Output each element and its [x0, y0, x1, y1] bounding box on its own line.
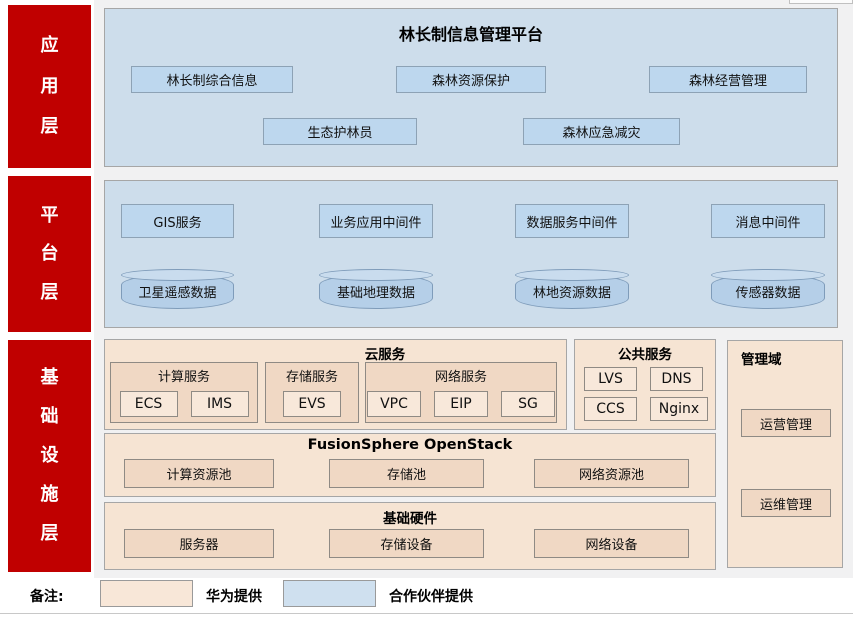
management-domain-box: 管理域 运营管理 运维管理	[727, 340, 843, 568]
cylinder-top	[711, 269, 825, 281]
storage-service-group: 存储服务 EVS	[265, 362, 359, 423]
legend-label: 备注:	[30, 589, 64, 605]
service-item: EVS	[283, 391, 341, 417]
hardware-item: 服务器	[124, 529, 274, 558]
label-char: 应	[40, 35, 59, 57]
legend-huawei-label: 华为提供	[206, 589, 262, 605]
database-cylinder: 卫星遥感数据	[121, 269, 234, 309]
service-item: EIP	[434, 391, 488, 417]
service-item: CCS	[584, 397, 637, 421]
group-title: 计算服务	[157, 370, 210, 385]
service-item: IMS	[190, 391, 249, 417]
service-item: VPC	[367, 391, 421, 417]
cloud-services-box: 云服务 计算服务 ECS IMS 存储服务 EVS 网络服务 VPC EIP S…	[104, 339, 567, 430]
database-label: 基础地理数据	[336, 286, 415, 301]
service-item: ECS	[119, 391, 178, 417]
bottom-divider	[0, 613, 853, 614]
network-service-group: 网络服务 VPC EIP SG	[365, 362, 557, 423]
legend-swatch-huawei	[100, 580, 193, 607]
service-item: Nginx	[650, 397, 708, 421]
hardware-item: 网络设备	[534, 529, 689, 558]
app-module: 森林资源保护	[396, 66, 546, 93]
resource-pool: 存储池	[329, 459, 484, 488]
layer-label-infrastructure: 基 础 设 施 层	[8, 340, 91, 572]
hardware-item: 存储设备	[329, 529, 484, 558]
app-module: 生态护林员	[263, 118, 417, 145]
compute-service-group: 计算服务 ECS IMS	[110, 362, 258, 423]
database-cylinder: 传感器数据	[711, 269, 825, 309]
label-char: 础	[40, 406, 59, 427]
layer-label-platform: 平 台 层	[8, 176, 91, 332]
platform-service: 消息中间件	[711, 204, 825, 238]
database-cylinder: 林地资源数据	[515, 269, 629, 309]
public-services-title: 公共服务	[618, 347, 672, 363]
top-right-partial-box	[789, 0, 853, 4]
legend-swatch-partner	[283, 580, 376, 607]
hardware-title: 基础硬件	[383, 511, 437, 527]
service-item: LVS	[584, 367, 637, 391]
management-domain-title: 管理域	[741, 352, 782, 368]
fusionsphere-title: FusionSphere OpenStack	[307, 437, 513, 453]
resource-pool: 计算资源池	[124, 459, 274, 488]
label-char: 用	[40, 75, 59, 97]
label-char: 施	[40, 484, 59, 505]
database-cylinder: 基础地理数据	[319, 269, 433, 309]
database-label: 传感器数据	[735, 286, 801, 301]
label-char: 平	[40, 204, 59, 226]
app-module: 林长制综合信息	[131, 66, 293, 93]
cylinder-body	[711, 274, 825, 309]
application-layer-box: 林长制信息管理平台 林长制综合信息 森林资源保护 森林经营管理 生态护林员 森林…	[104, 8, 838, 167]
layer-label-application: 应 用 层	[8, 5, 91, 168]
mgmt-item: 运维管理	[741, 489, 831, 517]
platform-service: 数据服务中间件	[515, 204, 629, 238]
label-char: 层	[40, 115, 59, 137]
app-module: 森林经营管理	[649, 66, 807, 93]
resource-pool: 网络资源池	[534, 459, 689, 488]
group-title: 网络服务	[434, 370, 487, 385]
platform-service: GIS服务	[121, 204, 234, 238]
label-char: 台	[40, 243, 59, 264]
cloud-services-title: 云服务	[364, 347, 406, 363]
legend-partner-label: 合作伙伴提供	[389, 589, 473, 605]
platform-service: 业务应用中间件	[319, 204, 433, 238]
hardware-box: 基础硬件 服务器 存储设备 网络设备	[104, 502, 716, 570]
label-char: 基	[40, 367, 59, 388]
label-char: 设	[40, 445, 59, 466]
cylinder-top	[515, 269, 629, 281]
platform-layer-box: GIS服务 业务应用中间件 数据服务中间件 消息中间件 卫星遥感数据 基础地理数…	[104, 180, 838, 328]
cylinder-top	[121, 269, 234, 281]
platform-title: 林长制信息管理平台	[398, 25, 543, 44]
cylinder-top	[319, 269, 433, 281]
service-item: SG	[501, 391, 555, 417]
database-label: 卫星遥感数据	[138, 286, 217, 301]
service-item: DNS	[650, 367, 703, 391]
public-services-box: 公共服务 LVS DNS CCS Nginx	[574, 339, 716, 430]
app-module: 森林应急减灾	[523, 118, 680, 145]
mgmt-item: 运营管理	[741, 409, 831, 437]
group-title: 存储服务	[285, 370, 338, 385]
database-label: 林地资源数据	[532, 286, 611, 301]
fusionsphere-box: FusionSphere OpenStack 计算资源池 存储池 网络资源池	[104, 433, 716, 497]
label-char: 层	[40, 281, 59, 303]
label-char: 层	[40, 523, 59, 544]
